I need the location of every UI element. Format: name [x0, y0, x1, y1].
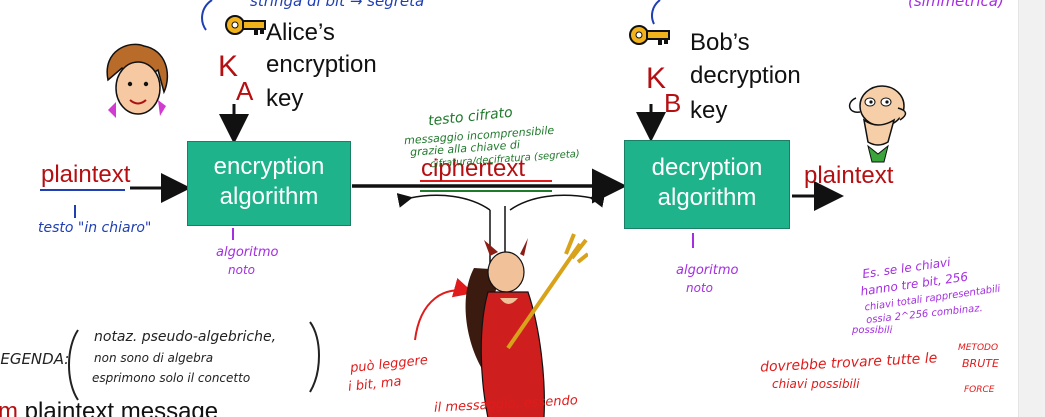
note-metodo-2: BRUTE	[962, 357, 999, 370]
alice-key-line2: encryption	[266, 51, 377, 78]
decryption-box-line2: algorithm	[657, 184, 757, 211]
arrow-trudy-left	[396, 192, 491, 211]
arrow-red-note	[414, 278, 474, 341]
legenda-bracket-left	[68, 329, 79, 401]
note-algoritmo-left-2: noto	[228, 263, 255, 277]
ciphertext-label: ciphertext	[421, 155, 526, 182]
key-a-subscript: A	[236, 76, 254, 106]
legenda-line-2: non sono di algebra	[94, 351, 214, 365]
bottom-cut-rest: plaintext message	[24, 398, 219, 417]
legenda-bracket-right	[309, 321, 320, 393]
alice-face-icon	[106, 43, 169, 118]
paren-top-right	[651, 0, 661, 25]
note-algoritmo-right-2: noto	[686, 281, 713, 295]
decryption-box-line1: decryption	[651, 154, 763, 181]
bottom-cut-text: m plaintext message	[0, 400, 218, 417]
slide-canvas: stringa di bit → segreta (simmetrica) Al…	[0, 0, 1004, 417]
note-metodo-1: METODO	[958, 343, 999, 353]
alice-key-line3: key	[266, 85, 304, 112]
key-icon	[629, 25, 670, 45]
key-b-letter: K	[646, 62, 667, 95]
vertical-scrollbar[interactable]	[1018, 0, 1045, 417]
bottom-cut-m: m	[0, 398, 18, 417]
bob-key-line3: key	[690, 97, 728, 124]
paren-top-left	[201, 0, 213, 31]
note-testo-in-chiaro: testo "in chiaro"	[38, 220, 152, 236]
note-esempio-5: possibili	[852, 325, 893, 336]
bob-key-line1: Bob’s	[690, 29, 750, 56]
diagram-lines	[40, 0, 844, 401]
key-icon	[225, 15, 266, 35]
legenda-label: LEGENDA:	[0, 350, 70, 368]
note-algoritmo-left-1: algoritmo	[216, 245, 279, 260]
bob-key-line2: decryption	[690, 62, 801, 89]
trudy-devil-icon	[465, 233, 588, 417]
encryption-box-line1: encryption	[213, 153, 325, 180]
note-dovrebbe-2: chiavi possibili	[772, 377, 860, 391]
note-algoritmo-right-1: algoritmo	[676, 263, 739, 278]
alice-key-line1: Alice’s	[266, 19, 335, 46]
note-simmetrica: (simmetrica)	[908, 0, 1004, 10]
legenda-line-3: esprimono solo il concetto	[92, 371, 251, 385]
plaintext-left-label: plaintext	[41, 161, 131, 188]
encryption-algorithm-box: encryption algorithm	[187, 141, 351, 226]
bob-face-icon	[848, 85, 907, 163]
plaintext-right-label: plaintext	[804, 162, 894, 189]
note-stringa-bit: stringa di bit → segreta	[250, 0, 425, 10]
decryption-algorithm-box: decryption algorithm	[624, 140, 790, 229]
key-a-letter: K	[218, 50, 239, 83]
arrow-trudy-right	[509, 192, 606, 211]
encryption-box-line2: algorithm	[219, 183, 319, 210]
key-b-subscript: B	[664, 88, 682, 118]
note-metodo-3: FORCE	[964, 385, 995, 395]
legenda-line-1: notaz. pseudo-algebriche,	[94, 329, 277, 345]
